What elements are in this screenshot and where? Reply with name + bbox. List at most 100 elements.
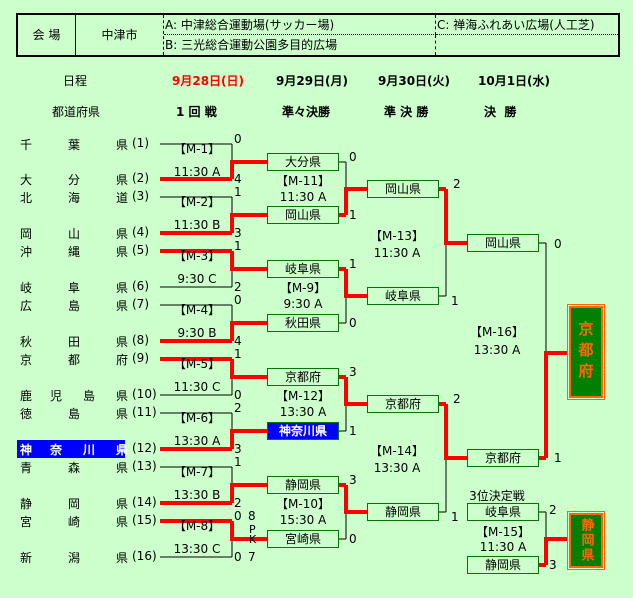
team-name-char: 秋 <box>20 335 33 349</box>
score: 0 <box>234 132 242 146</box>
match-id: 【M-12】 <box>276 389 330 403</box>
advancing-team-box: 岡山県 <box>367 180 439 198</box>
team-name-char: 潟 <box>68 551 81 565</box>
score: 3 <box>234 442 242 456</box>
score: 1 <box>234 185 242 199</box>
team-name-char: 都 <box>68 353 81 367</box>
score: 1 <box>451 294 459 308</box>
team-name-char: 大 <box>20 173 33 187</box>
third-place-team-box: 岐阜県 <box>467 503 539 521</box>
team-seed: (2) <box>132 171 149 185</box>
team-name-char: 沖 <box>20 245 33 259</box>
team-seed: (8) <box>132 333 149 347</box>
advancing-team-box: 大分県 <box>267 153 339 171</box>
winner-path <box>344 377 367 406</box>
winner-path <box>344 187 367 215</box>
team-name-char: 県 <box>116 461 129 475</box>
team-name-char: 山 <box>68 227 81 241</box>
score: 0 <box>234 509 242 523</box>
team-name-char: 島 <box>68 407 81 421</box>
team-name-char: 岡 <box>68 497 81 511</box>
schedule-label: 日程 <box>63 74 88 88</box>
team-row: 大 分 県(2) <box>20 171 160 187</box>
team-name-char: 新 <box>20 551 33 565</box>
score: 4 <box>234 334 242 348</box>
match-time: 11:30 A <box>279 190 327 204</box>
score: 2 <box>234 496 242 510</box>
score: 1 <box>349 424 357 438</box>
team-seed: (9) <box>132 351 149 365</box>
team-name-char: 岐 <box>20 281 33 295</box>
venue-site-c: C: 禅海ふれあい広場(人工芝) <box>436 15 618 35</box>
match-time: 9:30 C <box>177 272 217 286</box>
winner-path <box>230 160 267 179</box>
pk-label: PK <box>249 523 257 546</box>
score: 1 <box>554 451 562 465</box>
score: 2 <box>549 503 557 517</box>
team-name-char: 島 <box>83 389 96 403</box>
winner-path <box>344 485 367 514</box>
score: 0 <box>349 532 357 546</box>
match-id: 【M-11】 <box>276 174 330 188</box>
match-id: 【M-13】 <box>370 229 424 243</box>
score: 1 <box>234 347 242 361</box>
team-name-char: 徳 <box>20 407 33 421</box>
match-id: 【M-16】 <box>470 325 524 339</box>
team-name-char: 北 <box>20 191 33 205</box>
team-seed: (3) <box>132 189 149 203</box>
advancing-team-box: 宮崎県 <box>267 530 339 548</box>
highlight-bar <box>17 440 125 458</box>
team-seed: (15) <box>132 513 157 527</box>
match-id: 【M-15】 <box>476 525 530 539</box>
team-seed: (5) <box>132 243 149 257</box>
team-name-char: 県 <box>116 173 129 187</box>
advancing-team-box: 静岡県 <box>367 503 439 521</box>
date-final: 10月1日(水) <box>478 74 551 88</box>
team-name-char: 鹿 <box>20 389 33 403</box>
third-place-team-box: 静岡県 <box>467 556 539 574</box>
winner-path <box>344 269 367 298</box>
venue-table: 会 場 中津市 A: 中津総合運動場(サッカー場) C: 禅海ふれあい広場(人工… <box>16 13 620 57</box>
match-id: 【M-2】 <box>173 195 221 209</box>
team-row: 岡山県(4) <box>20 225 160 241</box>
score: 0 <box>234 293 242 307</box>
winner-path <box>230 213 267 233</box>
score: 1 <box>349 208 357 222</box>
team-seed: (14) <box>132 495 157 509</box>
pk-score: 7 <box>248 550 256 564</box>
score: 1 <box>234 455 242 469</box>
team-row: 岐阜県(6) <box>20 279 160 295</box>
winner-path <box>544 351 567 458</box>
venue-city: 中津市 <box>76 15 164 55</box>
winner-path <box>544 537 567 565</box>
score: 0 <box>349 150 357 164</box>
score: 1 <box>234 239 242 253</box>
team-name-char: 島 <box>68 299 81 313</box>
team-name-char: 分 <box>68 173 81 187</box>
match-time: 15:30 A <box>279 513 327 527</box>
team-name-char: 県 <box>116 138 129 152</box>
score: 3 <box>349 473 357 487</box>
team-row: 北海道(3) <box>20 189 160 205</box>
winner-path <box>230 251 267 271</box>
third-place-label: 3位決定戦 <box>469 489 525 503</box>
winner-path <box>230 359 267 379</box>
match-time: 11:30 C <box>173 380 221 394</box>
score: 4 <box>234 172 242 186</box>
team-row: 鹿児島県(10) <box>20 387 160 403</box>
match-time: 13:30 A <box>473 343 521 357</box>
winner-path <box>230 521 267 541</box>
venue-site-a: A: 中津総合運動場(サッカー場) <box>164 15 436 35</box>
team-row: 宮崎県(15) <box>20 513 160 529</box>
match-time: 11:30 A <box>173 165 221 179</box>
winner-path <box>444 189 467 245</box>
round-header-4: 決 勝 <box>484 105 517 119</box>
team-name-char: 県 <box>116 515 129 529</box>
team-row: 静岡県(14) <box>20 495 160 511</box>
score: 2 <box>453 392 461 406</box>
team-name-char: 岡 <box>20 227 33 241</box>
match-id: 【M-1】 <box>173 142 221 156</box>
advancing-team-box: 静岡県 <box>267 476 339 494</box>
team-name-char: 静 <box>20 497 33 511</box>
